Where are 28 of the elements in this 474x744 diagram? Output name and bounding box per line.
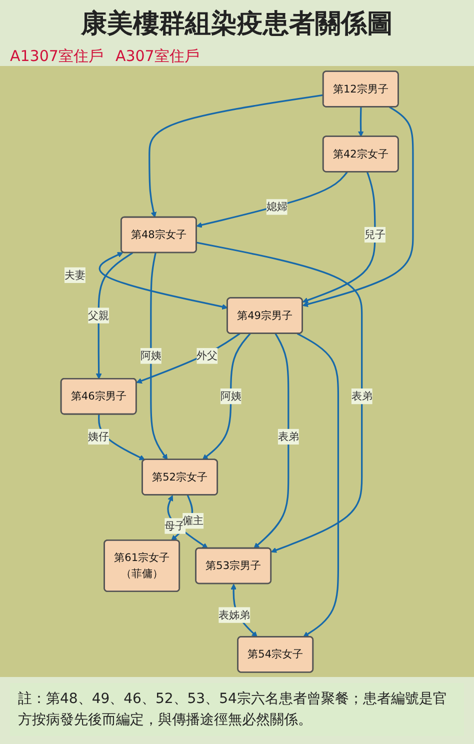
arrow	[302, 172, 376, 303]
arrow	[136, 332, 240, 384]
arrow	[302, 106, 414, 308]
arrow	[296, 332, 340, 638]
arrow	[196, 242, 363, 553]
arrow	[98, 252, 228, 310]
room-label: A307室住戶	[115, 47, 200, 66]
arrow	[358, 107, 364, 137]
arrow	[202, 333, 251, 460]
edge-label: 父親	[88, 308, 110, 322]
arrow	[196, 172, 348, 228]
edge-label: 姨仔	[88, 430, 110, 443]
edge-label: 兒子	[364, 228, 386, 241]
arrow	[98, 414, 146, 460]
edge-label: 外父	[196, 349, 218, 362]
arrow	[150, 252, 168, 460]
edge-label: 阿姨	[140, 349, 162, 362]
title: 康美樓群組染疫患者關係圖	[80, 8, 394, 41]
arrow	[254, 333, 290, 549]
edge-label: 表弟	[278, 430, 299, 443]
edge-label: 媳婦	[266, 200, 288, 213]
edge-label: 表姊弟	[218, 608, 250, 621]
edge-label: 阿姨	[220, 390, 242, 402]
arrow	[148, 94, 324, 218]
edge-label: 夫妻	[64, 268, 86, 282]
arrow	[96, 252, 134, 380]
edge-label: 表弟	[351, 390, 372, 402]
room-label: A1307室住戶	[10, 47, 104, 66]
